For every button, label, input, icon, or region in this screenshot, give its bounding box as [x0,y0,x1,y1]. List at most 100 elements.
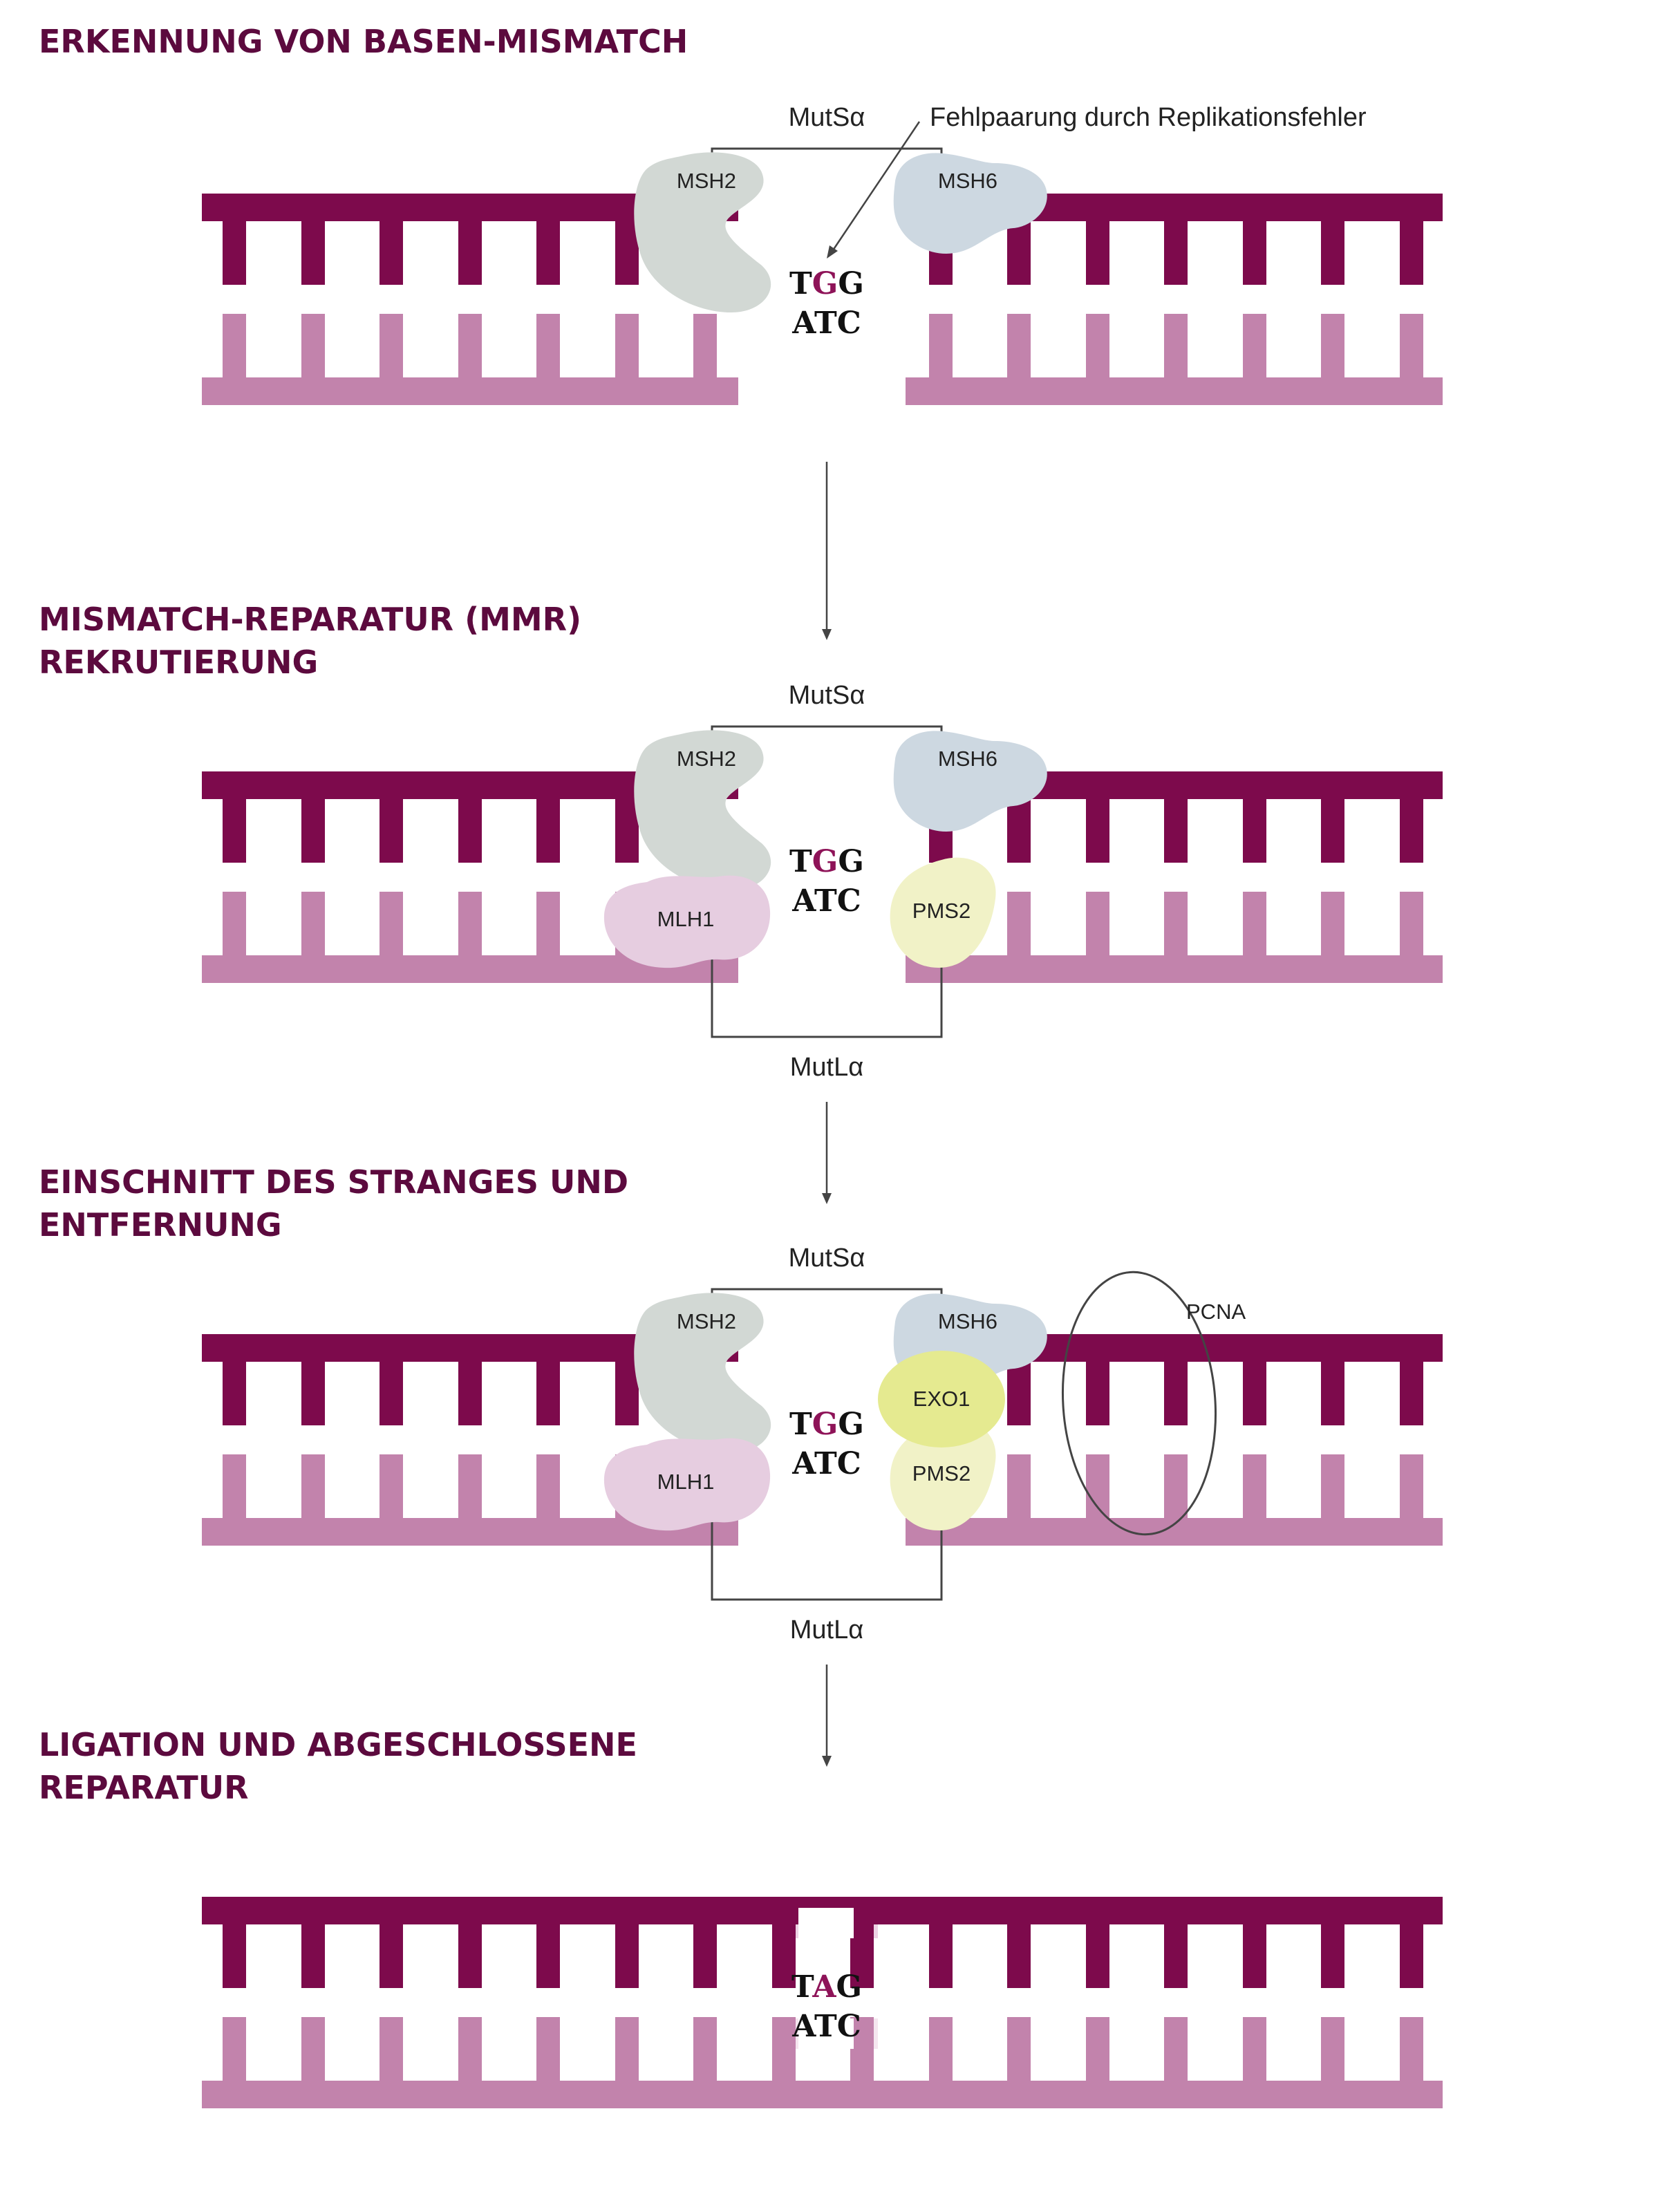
top-strand-base-rung [1164,785,1188,863]
mutla-bracket [711,1503,943,1601]
bottom-strand-base-rung [1321,2017,1344,2094]
dna-double-strand-repaired [202,1897,1443,2108]
pcna-clamp [1061,1271,1217,1536]
base-3: G [836,1969,862,2005]
top-strand-base-rung [1164,1911,1188,1988]
bottom-strand-base-rung [536,2017,560,2094]
top-strand-base-rung [379,1348,403,1425]
bottom-strand-base-rung [1164,314,1188,391]
top-strand-base-rung [458,207,482,285]
top-strand-base-rung [379,785,403,863]
mutsa-label: MutSα [789,103,865,132]
top-strand-base-rung [536,207,560,285]
top-strand-base-rung [1400,785,1423,863]
top-strand-bases: TAG [791,1969,862,2005]
bottom-strand-base-rung [850,2017,874,2094]
bottom-strand-base-rung [379,1454,403,1532]
bottom-backbone [202,2081,1443,2108]
repair-gap-top [798,1908,854,1938]
panel-recruitment: MISMATCH-REPARATUR (MMR) REKRUTIERUNG Mu… [39,601,1443,1082]
bottom-strand-base-rung [458,892,482,969]
bottom-strand-base-rung [458,2017,482,2094]
top-strand-base-rung [929,1911,953,1988]
base-3: G [838,266,864,301]
bottom-strand-base-rung [223,1454,246,1532]
mismatch-bases: TGG ATC [789,266,864,341]
base-1: T [791,1969,814,2005]
msh2-protein [634,730,771,890]
bottom-strand-base-rung [458,314,482,391]
top-strand-base-rung [223,207,246,285]
mismatched-base: G [812,844,838,879]
bottom-strand-bases: ATC [791,883,861,919]
mismatched-base: G [812,1407,838,1442]
msh2-protein [634,1293,771,1453]
repair-gap-bottom [798,2018,854,2049]
bottom-strand-bases: ATC [791,1446,861,1481]
mlh1-label: MLH1 [657,1470,715,1494]
exo1-label: EXO1 [913,1387,971,1411]
bottom-strand-base-rung [1086,892,1109,969]
bottom-strand-base-rung [223,892,246,969]
bottom-strand-base-rung [693,2017,717,2094]
top-strand-base-rung [536,1348,560,1425]
top-strand-base-rung [772,1911,796,1988]
pms2-protein [890,857,996,968]
mutla-label: MutLα [790,1615,863,1644]
top-strand-base-rung [850,1911,874,1988]
bottom-strand-base-rung [1243,2017,1266,2094]
exo1-protein [878,1351,1005,1447]
bottom-strand-base-rung [929,314,953,391]
mlh1-protein [603,875,771,968]
bottom-strand-base-rung [1164,1454,1188,1532]
top-strand-base-rung [301,785,325,863]
bottom-strand-base-rung [1086,1454,1109,1532]
base-1: T [789,844,812,879]
bottom-strand-base-rung [536,314,560,391]
bottom-strand-base-rung [301,892,325,969]
pms2-label: PMS2 [912,899,971,923]
bottom-strand-base-rung [301,2017,325,2094]
bottom-strand-base-rung [1086,2017,1109,2094]
panel-excision: EINSCHNITT DES STRANGES UND ENTFERNUNG M… [39,1163,1443,1644]
bottom-strand-base-rung [929,2017,953,2094]
mutsa-label: MutSα [789,1244,865,1273]
base-1: T [789,1407,812,1442]
bottom-strand-bases: ATC [791,2009,861,2044]
pms2-protein [890,1420,996,1530]
bottom-strand-base-rung [1321,314,1344,391]
bottom-strand-base-rung [379,314,403,391]
top-strand-base-rung [379,207,403,285]
top-strand-base-rung [1400,1348,1423,1425]
mismatched-base: G [812,266,838,301]
top-strand-base-rung [458,1348,482,1425]
top-strand-base-rung [1400,207,1423,285]
top-strand-base-rung [536,1911,560,1988]
msh2-protein [634,152,771,312]
bottom-strand-base-rung [223,2017,246,2094]
mlh1-protein [603,1438,771,1531]
mutla-label: MutLα [790,1053,863,1082]
panel-2-heading-line-2: REKRUTIERUNG [39,644,318,681]
top-strand-base-rung [1086,1348,1109,1425]
bottom-strand-base-rung [1243,892,1266,969]
top-strand-base-rung [1164,1348,1188,1425]
msh2-label: MSH2 [677,1309,736,1333]
panel-ligation: LIGATION UND ABGESCHLOSSENE REPARATUR TA… [39,1726,1443,2108]
top-strand-base-rung [458,785,482,863]
top-strand-base-rung [1086,785,1109,863]
top-strand-base-rung [1086,207,1109,285]
msh2-label: MSH2 [677,747,736,771]
bottom-strand-base-rung [615,2017,639,2094]
msh6-label: MSH6 [938,169,997,193]
top-strand-base-rung [1243,207,1266,285]
bottom-strand-base-rung [1400,892,1423,969]
top-strand-base-rung [1164,207,1188,285]
msh6-label: MSH6 [938,747,997,771]
top-strand-base-rung [1243,1348,1266,1425]
top-strand-base-rung [615,1911,639,1988]
msh2-label: MSH2 [677,169,736,193]
bottom-strand-base-rung [1007,314,1031,391]
bottom-strand-base-rung [379,2017,403,2094]
